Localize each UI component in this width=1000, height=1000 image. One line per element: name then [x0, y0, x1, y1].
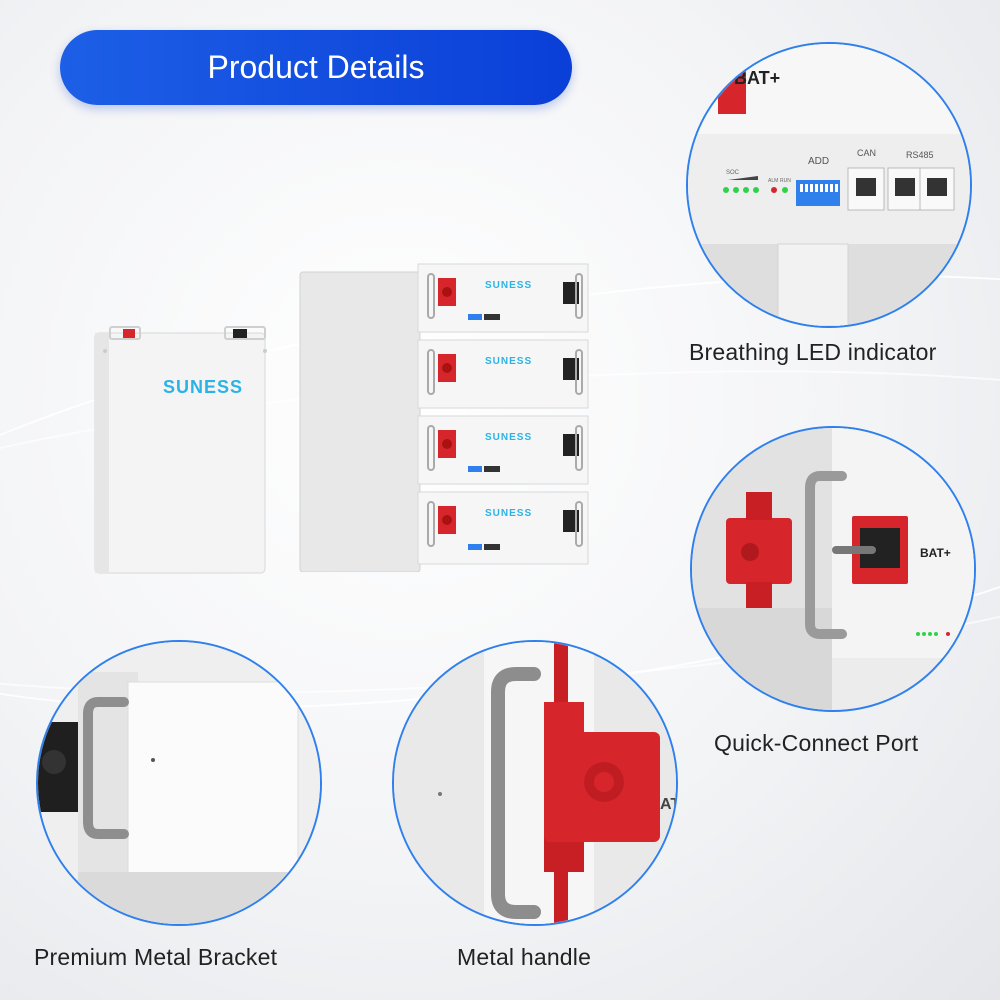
brand-logo: SUNESS [485, 356, 533, 367]
brand-logo: SUNESS [485, 432, 533, 443]
feature-caption: Quick-Connect Port [714, 730, 919, 756]
led-indicator-closeup: BAT+ SOC ALM RUN ADD CAN RS485 [686, 42, 972, 328]
feature-caption: Breathing LED indicator [689, 339, 937, 365]
metal-bracket-closeup [36, 640, 322, 926]
feature-caption: Premium Metal Bracket [34, 944, 278, 970]
brand-logo: SUNESS [485, 508, 533, 519]
stacked-battery-image: SUNESS SUNESS SUNESS SUNESS [298, 262, 603, 573]
terminal-label: BAT+ [734, 68, 781, 88]
metal-handle-closeup: AT [392, 640, 678, 926]
rs485-label: RS485 [906, 150, 934, 160]
can-label: CAN [857, 148, 877, 158]
quick-connect-port-closeup: BAT+ [690, 426, 976, 712]
alm-label: ALM [768, 178, 779, 184]
page-title: Product Details [60, 30, 572, 105]
brand-logo: SUNESS [163, 377, 244, 397]
single-battery-image: SUNESS [85, 325, 280, 580]
brand-logo: SUNESS [485, 280, 533, 291]
soc-label: SOC [726, 170, 740, 176]
terminal-label: BAT+ [920, 546, 951, 560]
run-label: RUN [780, 178, 791, 184]
feature-caption: Metal handle [457, 944, 592, 970]
terminal-label: AT [660, 796, 676, 813]
add-label: ADD [808, 156, 830, 167]
